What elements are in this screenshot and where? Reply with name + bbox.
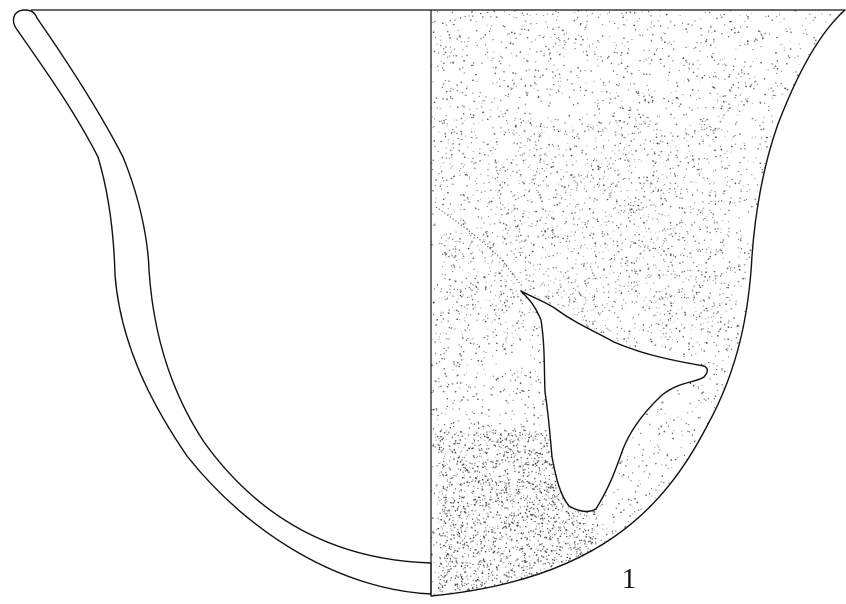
broken-section — [521, 291, 707, 511]
profile-outer-edge — [18, 31, 431, 594]
profile-inner-edge — [37, 18, 431, 563]
profile-rim — [14, 10, 37, 31]
surface-crack-line — [436, 207, 522, 286]
exterior-outline — [431, 10, 845, 596]
figure-number-label: 1 — [622, 566, 636, 594]
vessel-profile-section — [14, 10, 431, 594]
stipple-texture — [430, 10, 846, 599]
vessel-exterior — [430, 10, 846, 599]
